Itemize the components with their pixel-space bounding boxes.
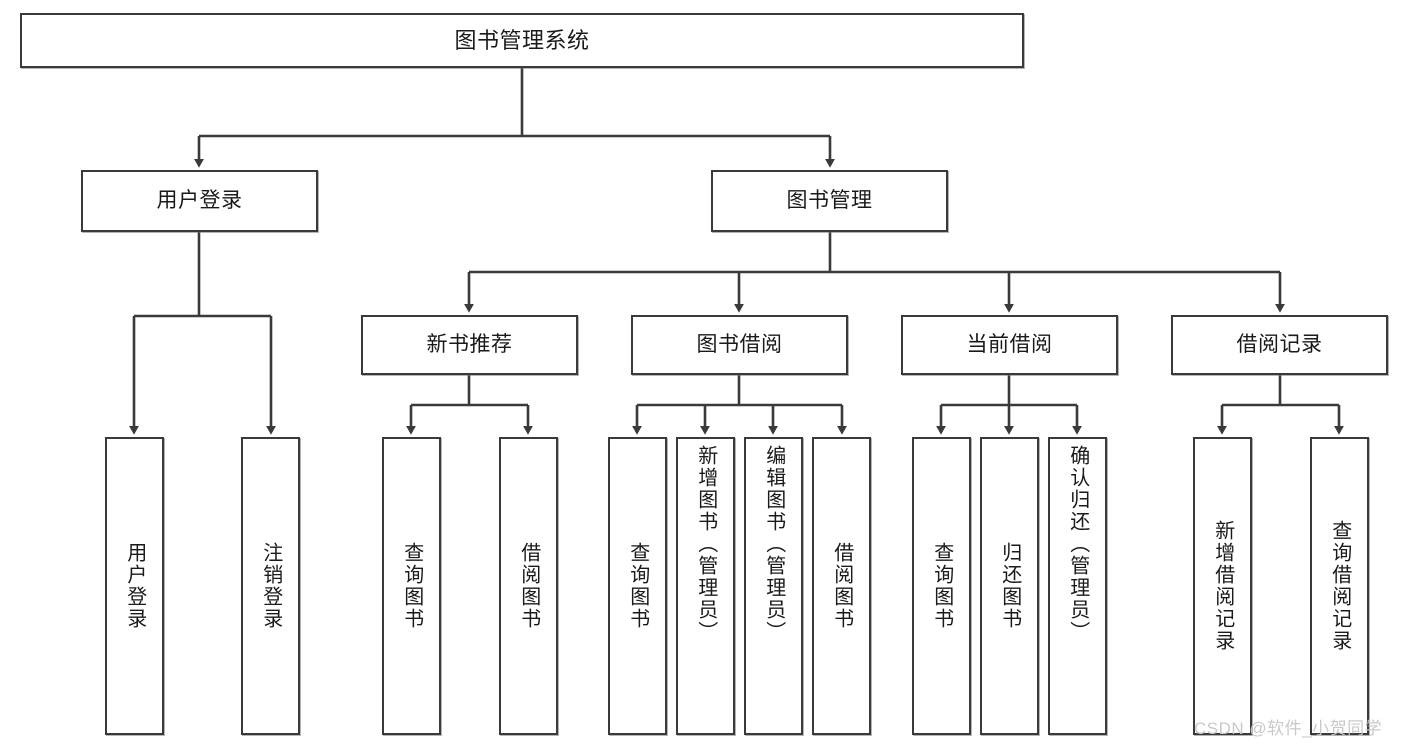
leaf-borrow-book-2[interactable]: 借阅图书 bbox=[812, 437, 871, 735]
node-book-borrow-label: 图书借阅 bbox=[696, 332, 783, 356]
leaf-query-book-1-label: 查询图书 bbox=[400, 542, 423, 630]
leaf-query-record-label: 查询借阅记录 bbox=[1328, 520, 1351, 652]
node-current-borrow[interactable]: 当前借阅 bbox=[901, 315, 1118, 375]
node-book-borrow[interactable]: 图书借阅 bbox=[631, 315, 848, 375]
leaf-user-login-label: 用户登录 bbox=[123, 542, 146, 630]
node-user-login[interactable]: 用户登录 bbox=[81, 170, 318, 232]
watermark: CSDN @软件_小贺同学 bbox=[1194, 719, 1383, 738]
node-book-manage[interactable]: 图书管理 bbox=[711, 170, 948, 232]
node-root-label: 图书管理系统 bbox=[454, 27, 590, 53]
node-user-login-label: 用户登录 bbox=[156, 188, 243, 212]
leaf-return-book[interactable]: 归还图书 bbox=[980, 437, 1039, 735]
leaf-confirm-return[interactable]: 确认归还（管理员） bbox=[1048, 437, 1107, 735]
leaf-borrow-book-1-label: 借阅图书 bbox=[517, 542, 540, 630]
node-new-book-rec[interactable]: 新书推荐 bbox=[361, 315, 578, 375]
node-borrow-record-label: 借阅记录 bbox=[1236, 332, 1323, 356]
leaf-add-record[interactable]: 新增借阅记录 bbox=[1193, 437, 1252, 735]
leaf-add-record-label: 新增借阅记录 bbox=[1211, 520, 1234, 652]
node-new-book-rec-label: 新书推荐 bbox=[426, 332, 513, 356]
leaf-query-book-3[interactable]: 查询图书 bbox=[912, 437, 971, 735]
leaf-confirm-return-label: 确认归还（管理员） bbox=[1066, 445, 1089, 643]
leaf-user-login[interactable]: 用户登录 bbox=[105, 437, 164, 735]
leaf-query-book-2-label: 查询图书 bbox=[626, 542, 649, 630]
leaf-borrow-book-1[interactable]: 借阅图书 bbox=[499, 437, 558, 735]
node-root[interactable]: 图书管理系统 bbox=[20, 13, 1024, 68]
node-book-manage-label: 图书管理 bbox=[786, 188, 873, 212]
node-borrow-record[interactable]: 借阅记录 bbox=[1171, 315, 1388, 375]
leaf-borrow-book-2-label: 借阅图书 bbox=[830, 542, 853, 630]
leaf-edit-book[interactable]: 编辑图书（管理员） bbox=[744, 437, 803, 735]
leaf-query-book-3-label: 查询图书 bbox=[930, 542, 953, 630]
leaf-edit-book-label: 编辑图书（管理员） bbox=[762, 445, 785, 643]
leaf-return-book-label: 归还图书 bbox=[998, 542, 1021, 630]
leaf-query-record[interactable]: 查询借阅记录 bbox=[1310, 437, 1369, 735]
leaf-logout[interactable]: 注销登录 bbox=[241, 437, 300, 735]
leaf-logout-label: 注销登录 bbox=[259, 542, 282, 630]
leaf-add-book[interactable]: 新增图书（管理员） bbox=[676, 437, 735, 735]
leaf-query-book-2[interactable]: 查询图书 bbox=[608, 437, 667, 735]
leaf-query-book-1[interactable]: 查询图书 bbox=[382, 437, 441, 735]
leaf-add-book-label: 新增图书（管理员） bbox=[694, 445, 717, 643]
node-current-borrow-label: 当前借阅 bbox=[966, 332, 1053, 356]
